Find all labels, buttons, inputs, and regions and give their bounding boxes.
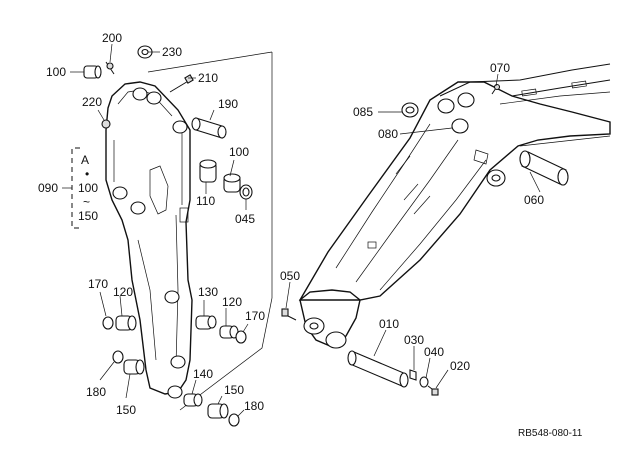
callout-170-right: 170 — [245, 309, 265, 323]
callout-045: 045 — [235, 212, 255, 226]
callout-a-range-end: 150 — [78, 209, 98, 223]
callout-060: 060 — [524, 193, 544, 207]
callout-180-left: 180 — [86, 385, 106, 399]
callout-090: 090 — [38, 181, 58, 195]
reference-code: RB548-080-11 — [518, 428, 583, 439]
callout-140: 140 — [193, 367, 213, 381]
callout-150-left: 150 — [116, 403, 136, 417]
callout-labels: 200 230 100 210 220 190 100 A • 100 ~ 15… — [38, 31, 583, 439]
boom-small-parts — [281, 102, 569, 396]
left-small-parts — [83, 45, 253, 427]
callout-210: 210 — [198, 71, 218, 85]
callout-190: 190 — [218, 97, 238, 111]
callout-a-tilde: ~ — [83, 195, 90, 209]
group-a-bullet: • — [85, 167, 89, 181]
callout-group-a: A — [81, 153, 89, 167]
callout-120-left: 120 — [113, 285, 133, 299]
callout-120-right: 120 — [222, 295, 242, 309]
leader-lines-left — [62, 43, 249, 417]
callout-100-mid: 100 — [229, 145, 249, 159]
callout-230: 230 — [162, 45, 182, 59]
callout-040: 040 — [424, 345, 444, 359]
callout-050: 050 — [280, 269, 300, 283]
callout-085: 085 — [353, 105, 373, 119]
callout-220: 220 — [82, 95, 102, 109]
leader-lines-right — [285, 73, 541, 389]
callout-030: 030 — [404, 333, 424, 347]
boundary-lines — [147, 51, 273, 411]
callout-020: 020 — [450, 359, 470, 373]
callout-a-range-start: 100 — [78, 181, 98, 195]
callout-130: 130 — [198, 285, 218, 299]
boom-assembly — [298, 63, 611, 349]
arm-assembly — [105, 81, 193, 399]
callout-200: 200 — [102, 31, 122, 45]
callout-010: 010 — [379, 317, 399, 331]
callout-110: 110 — [196, 194, 215, 208]
callout-080: 080 — [378, 127, 398, 141]
callout-070: 070 — [490, 61, 510, 75]
callout-100-top: 100 — [46, 65, 66, 79]
callout-170-left: 170 — [88, 277, 108, 291]
callout-150-right: 150 — [224, 383, 244, 397]
callout-180-right: 180 — [244, 399, 264, 413]
